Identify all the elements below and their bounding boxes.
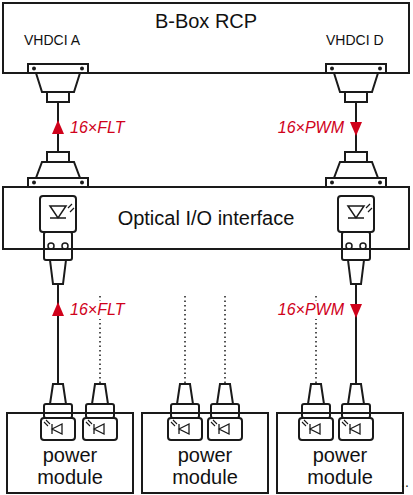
box-label: power module: [160, 444, 250, 488]
signal-label: ..: [401, 474, 409, 490]
interface-box: Optical I/O interface: [2, 186, 410, 250]
signal-label: 16×PWM: [276, 119, 346, 137]
signal-label: 16×PWM: [276, 301, 346, 319]
signal-label: 16×FLT: [68, 301, 126, 319]
module-box: power module: [6, 412, 134, 494]
signal-label: 16×FLT: [68, 119, 126, 137]
box-label: power module: [25, 444, 115, 488]
box-label: B-Box RCP: [155, 10, 257, 32]
box-label: Optical I/O interface: [118, 207, 295, 229]
module-box: power module: [141, 412, 269, 494]
signal-label: VHDCI A: [24, 32, 80, 48]
box-label: power module: [295, 444, 385, 488]
module-box: power module: [276, 412, 404, 494]
signal-label: VHDCI D: [326, 32, 384, 48]
